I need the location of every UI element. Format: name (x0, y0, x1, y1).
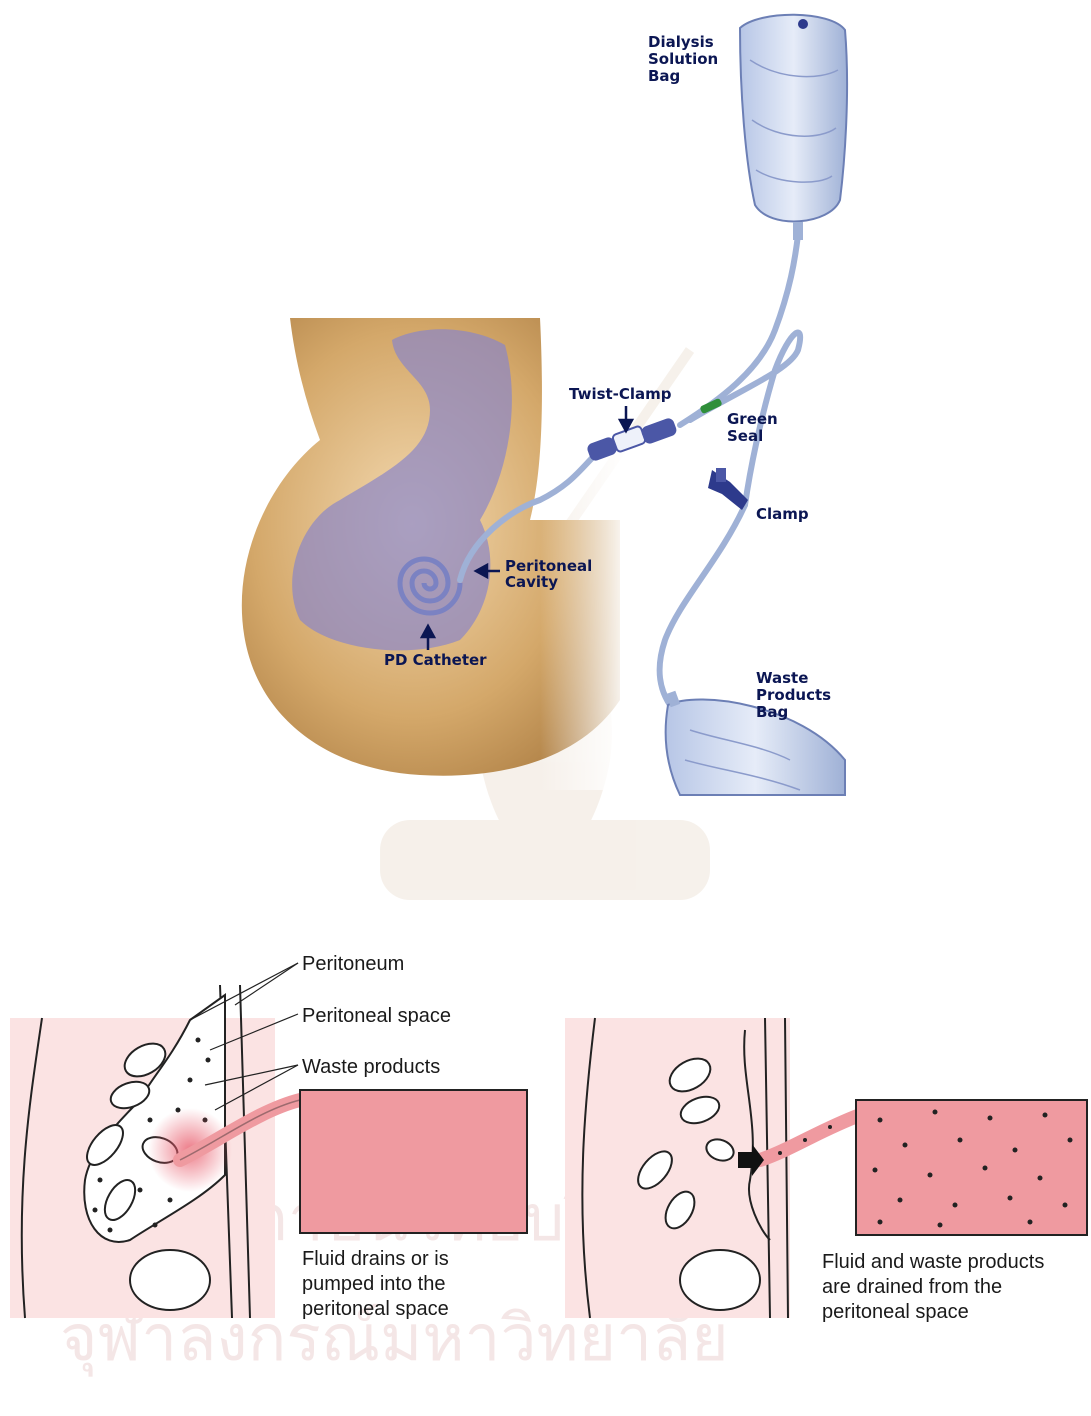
left-caption-line-1: Fluid drains or is (302, 1248, 449, 1270)
label-waste-bag-line-1: Waste (756, 669, 808, 687)
top-diagram: Dialysis Solution Bag Twist-Clamp Green … (242, 15, 847, 795)
roller-clamp-device (708, 468, 748, 510)
right-bladder (680, 1250, 760, 1310)
bottom-right-panel: Fluid and waste products are drained fro… (565, 1018, 1087, 1323)
label-clamp: Clamp (756, 505, 809, 523)
left-caption-line-3: peritoneal space (302, 1298, 449, 1320)
left-fluid-container (300, 1090, 527, 1233)
label-green-seal-line-1: Green (727, 410, 778, 428)
label-peritoneum: Peritoneum (302, 953, 404, 975)
label-dialysis-line-3: Bag (648, 67, 680, 85)
left-bladder (130, 1250, 210, 1310)
label-dialysis-line-2: Solution (648, 50, 718, 68)
right-caption-line-2: are drained from the (822, 1276, 1002, 1298)
label-waste-bag-line-2: Products (756, 686, 831, 704)
label-green-seal-line-2: Seal (727, 427, 763, 445)
label-waste-bag-line-3: Bag (756, 703, 788, 721)
label-peritoneal-cavity-line-2: Cavity (505, 573, 558, 591)
label-twist-clamp: Twist-Clamp (569, 385, 672, 403)
bottom-left-panel: Peritoneum Peritoneal space Waste produc… (10, 953, 527, 1320)
waste-tube (660, 505, 745, 705)
label-pd-catheter: PD Catheter (384, 651, 487, 669)
green-seal-band (699, 398, 722, 415)
transfer-tube (680, 235, 798, 425)
right-caption-line-1: Fluid and waste products (822, 1251, 1044, 1273)
label-waste-products: Waste products (302, 1056, 440, 1078)
label-dialysis-line-1: Dialysis (648, 33, 714, 51)
right-waste-container (856, 1100, 1087, 1235)
right-caption-line-3: peritoneal space (822, 1301, 969, 1323)
left-caption-line-2: pumped into the (302, 1273, 445, 1295)
dialysis-solution-bag (740, 15, 847, 240)
label-peritoneal-space: Peritoneal space (302, 1005, 451, 1027)
